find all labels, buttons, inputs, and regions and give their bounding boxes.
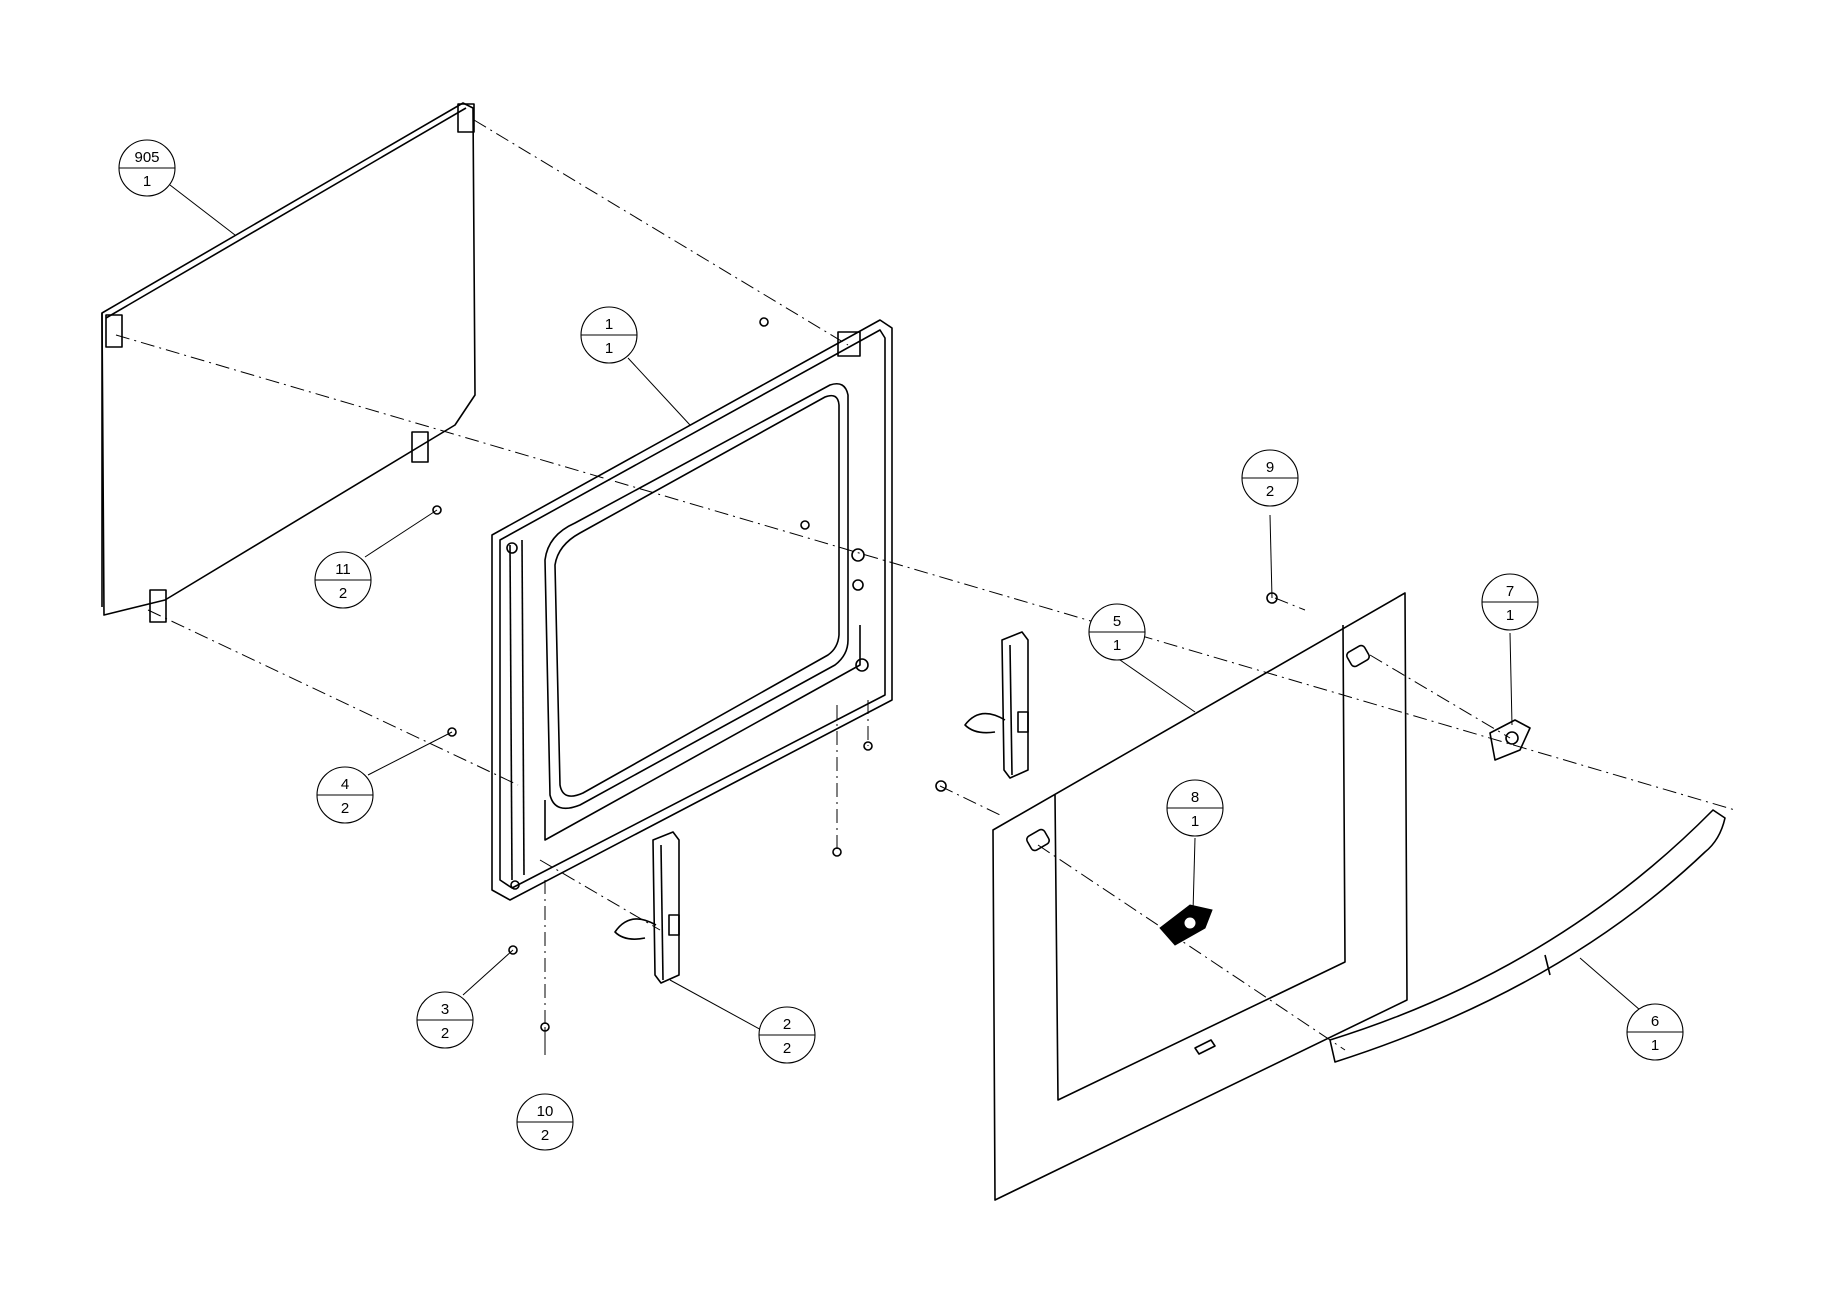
callout-7: 7 1	[1481, 573, 1539, 631]
callout-6: 6 1	[1626, 1003, 1684, 1061]
callout-qty: 1	[605, 340, 613, 357]
inner-glass-panel	[101, 102, 476, 623]
callout-3: 3 2	[416, 991, 474, 1049]
callout-qty: 1	[1506, 607, 1514, 624]
callout-8: 8 1	[1166, 779, 1224, 837]
door-handle	[1329, 809, 1726, 1063]
callout-part: 5	[1113, 613, 1121, 630]
callout-qty: 2	[441, 1025, 449, 1042]
callout-5: 5 1	[1088, 603, 1146, 661]
callout-part: 7	[1506, 583, 1514, 600]
callout-qty: 1	[1191, 813, 1199, 830]
callout-part: 4	[341, 776, 349, 793]
glass-clip-7	[1489, 719, 1531, 761]
callout-qty: 2	[1266, 483, 1274, 500]
callout-part: 6	[1651, 1013, 1659, 1030]
callout-10: 10 2	[516, 1093, 574, 1151]
callout-qty: 2	[783, 1040, 791, 1057]
screws	[432, 317, 1278, 1032]
door-frame	[491, 319, 893, 901]
callout-part: 1	[605, 316, 613, 333]
hinge-left	[614, 831, 680, 984]
callout-part: 905	[134, 149, 159, 166]
callout-part: 10	[537, 1103, 554, 1120]
callout-qty: 1	[143, 173, 151, 190]
leader-lines	[169, 184, 1641, 1055]
callout-qty: 2	[541, 1127, 549, 1144]
brand-logo	[1194, 1039, 1216, 1055]
callout-part: 8	[1191, 789, 1199, 806]
panel-clip-right	[411, 431, 429, 463]
callout-905: 905 1	[118, 139, 176, 197]
callout-part: 11	[335, 561, 351, 578]
callout-1: 1 1	[580, 306, 638, 364]
assembly-axes	[115, 119, 1736, 1051]
callout-qty: 2	[339, 585, 347, 602]
callout-part: 2	[783, 1016, 791, 1033]
outer-glass	[992, 592, 1408, 1201]
callout-part: 9	[1266, 459, 1274, 476]
glass-clip-8	[1159, 904, 1213, 946]
panel-clip-bottom	[149, 589, 167, 623]
frame-top-bracket	[837, 331, 861, 357]
panel-clip-top	[457, 103, 475, 133]
panel-clip-left	[105, 314, 123, 348]
callout-qty: 1	[1113, 637, 1121, 654]
hinge-right	[964, 631, 1029, 779]
callout-qty: 1	[1651, 1037, 1659, 1054]
callout-4: 4 2	[316, 766, 374, 824]
callout-9: 9 2	[1241, 449, 1299, 507]
callout-part: 3	[441, 1001, 449, 1018]
callout-2: 2 2	[758, 1006, 816, 1064]
callout-qty: 2	[341, 800, 349, 817]
callout-11: 11 2	[314, 551, 372, 609]
